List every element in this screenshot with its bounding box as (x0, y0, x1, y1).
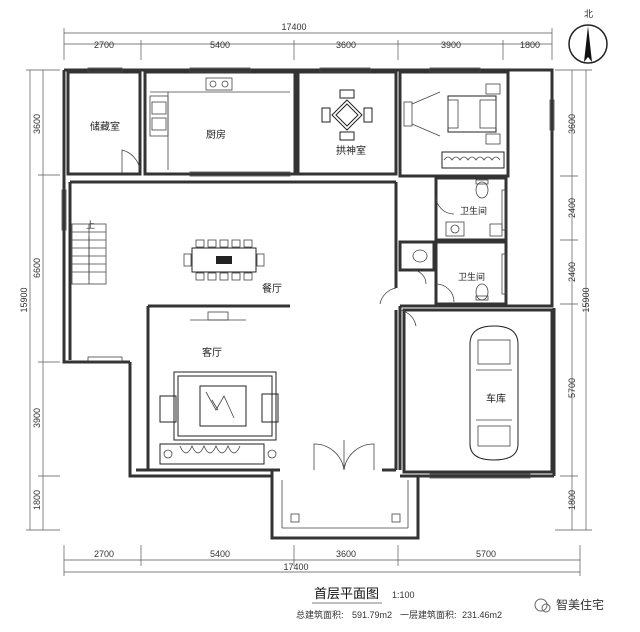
sink-icon (445, 221, 465, 237)
compass: 北 (568, 9, 608, 64)
sofa-set-icon (159, 311, 279, 465)
bottom-dim-1: 2700 (94, 549, 114, 559)
compass-circle (568, 24, 608, 64)
bathroom-fixtures (412, 179, 503, 301)
room-label-garage: 车库 (486, 392, 506, 405)
left-dim-4: 1800 (32, 490, 42, 510)
staircase: 上 (71, 220, 107, 285)
bed-icon (447, 95, 497, 133)
wechat-icon (534, 598, 548, 612)
tv-cabinet-icon (159, 443, 265, 465)
right-dim-5: 1800 (567, 490, 577, 510)
room-label-storage: 储藏室 (90, 120, 120, 133)
top-dim-3: 3600 (336, 40, 356, 50)
left-dim-1: 3600 (32, 114, 42, 134)
total-area-value: 591.79m2 (352, 610, 392, 620)
title-block: 首层平面图 1:100 总建筑面积: 591.79m2 一层建筑面积: 231.… (296, 587, 502, 620)
top-dim-2: 5400 (210, 40, 230, 50)
top-total-dim: 17400 (281, 22, 306, 32)
kitchen-walls (143, 70, 297, 176)
right-dimensions: 3600 2400 2400 15900 5700 1800 (555, 69, 592, 531)
compass-label: 北 (584, 9, 593, 20)
plan-title: 首层平面图 (314, 587, 379, 602)
garage-walls (402, 308, 554, 474)
left-dimensions: 15900 3600 6600 3900 1800 (19, 69, 60, 531)
room-label-dining: 餐厅 (262, 282, 282, 295)
room-label-bath2: 卫生间 (458, 271, 485, 283)
car-icon (469, 325, 519, 461)
bottom-dim-2: 5400 (210, 549, 230, 559)
closet-walls (398, 240, 436, 272)
room-label-living: 客厅 (202, 346, 222, 359)
watermark: 智美住宅 (534, 597, 604, 613)
wardrobe-icon (441, 151, 505, 169)
top-dimensions: 17400 2700 5400 3600 3900 1800 (63, 22, 553, 60)
entrance-door (313, 443, 375, 471)
toilet2-icon (475, 283, 489, 301)
plan-scale: 1:100 (392, 590, 415, 600)
watermark-text: 智美住宅 (556, 597, 604, 612)
left-total-dim: 15900 (19, 287, 29, 312)
left-dim-2: 6600 (32, 258, 42, 278)
worship-table-icon (321, 89, 373, 141)
room-labels: 储藏室 厨房 拱神室 卫生间 卫生间 餐厅 客厅 车库 (90, 120, 506, 405)
right-dim-2: 2400 (567, 198, 577, 218)
right-dim-3: 2400 (567, 262, 577, 282)
right-dim-4: 5700 (567, 378, 577, 398)
top-dim-4: 3900 (441, 40, 461, 50)
first-floor-area-label: 一层建筑面积: (400, 609, 457, 620)
compass-arrow (584, 26, 592, 62)
right-total-dim: 15900 (581, 287, 591, 312)
room-label-kitchen: 厨房 (206, 128, 226, 141)
left-dim-3: 3900 (32, 408, 42, 428)
bottom-dimensions: 2700 5400 3600 5700 17400 (63, 545, 581, 576)
toilet-icon (475, 181, 489, 199)
worship-room-walls (296, 70, 398, 176)
kitchen-fixtures (149, 77, 290, 170)
top-dim-1: 2700 (94, 40, 114, 50)
right-dim-1: 3600 (567, 114, 577, 134)
bottom-dim-4: 5700 (476, 549, 496, 559)
dining-table-icon (183, 239, 265, 281)
coffee-table-icon (199, 385, 247, 427)
bottom-total-dim: 17400 (283, 562, 308, 572)
room-label-worship: 拱神室 (336, 144, 366, 157)
walls (62, 68, 556, 540)
porch (270, 476, 420, 540)
bedroom-fixtures (403, 83, 505, 169)
top-dim-5: 1800 (520, 40, 540, 50)
total-area-label: 总建筑面积: (296, 609, 344, 620)
bottom-dim-3: 3600 (336, 549, 356, 559)
room-label-bath1: 卫生间 (460, 205, 487, 217)
first-floor-area-value: 231.46m2 (462, 610, 502, 620)
stair-label: 上 (86, 220, 95, 231)
windows (61, 67, 555, 479)
doors (121, 149, 455, 471)
